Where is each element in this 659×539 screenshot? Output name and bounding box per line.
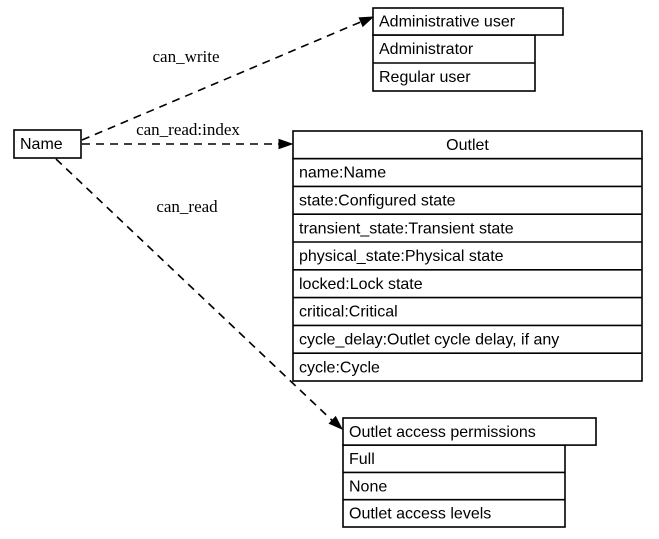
- node-title-outlet: Outlet: [446, 137, 489, 154]
- node-administrative-user: Administrative userAdministratorRegular …: [372, 7, 564, 92]
- node-row-label: critical:Critical: [299, 304, 398, 321]
- node-row-label: Administrator: [379, 41, 474, 58]
- node-row-label: None: [349, 478, 387, 495]
- node-header-outlet-access-permissions: [342, 417, 597, 446]
- node-row-label: name:Name: [299, 165, 386, 182]
- edge-arrowhead-can-read-index: [278, 138, 294, 150]
- node-row-label: cycle_delay:Outlet cycle delay, if any: [299, 332, 559, 349]
- node-body-name: [13, 129, 82, 159]
- edge-arrowhead-can-read: [328, 415, 344, 431]
- node-title-administrative-user: Administrative user: [379, 14, 516, 31]
- edge-line-can-read: [55, 158, 339, 427]
- node-row-label: Regular user: [379, 69, 471, 86]
- node-title-name: Name: [20, 136, 63, 153]
- node-outlet: Outlet name:Name state:Configured state tra…: [292, 130, 643, 382]
- edge-arrowhead-can-write: [358, 16, 375, 28]
- edge-labels-layer: can_write can_read:index can_read: [136, 47, 240, 216]
- node-row-label: Full: [349, 451, 375, 468]
- edge-label-can-write: can_write: [152, 47, 219, 66]
- node-header-outlet: [292, 130, 643, 160]
- node-name: Name: [13, 129, 82, 159]
- node-header-administrative-user: [372, 7, 564, 36]
- node-outlet-access-permissions: Outlet access permissionsFullNoneOutlet …: [342, 417, 597, 528]
- node-row-label: state:Configured state: [299, 193, 456, 210]
- node-row-label: cycle:Cycle: [299, 359, 380, 376]
- node-title-outlet-access-permissions: Outlet access permissions: [349, 424, 536, 441]
- edge-line-can-write: [81, 17, 371, 141]
- node-row-label: locked:Lock state: [299, 276, 423, 293]
- edge-label-can-read-index: can_read:index: [136, 120, 240, 139]
- node-row-label: physical_state:Physical state: [299, 248, 504, 265]
- nodes-layer: Name Administrative userAdministratorRegu…: [13, 7, 643, 528]
- edges-layer: [55, 16, 375, 431]
- edge-label-can-read: can_read: [156, 197, 218, 216]
- node-row-label: transient_state:Transient state: [299, 220, 514, 237]
- node-row-label: Outlet access levels: [349, 506, 491, 523]
- node-body-outlet-access-permissions: [342, 444, 566, 528]
